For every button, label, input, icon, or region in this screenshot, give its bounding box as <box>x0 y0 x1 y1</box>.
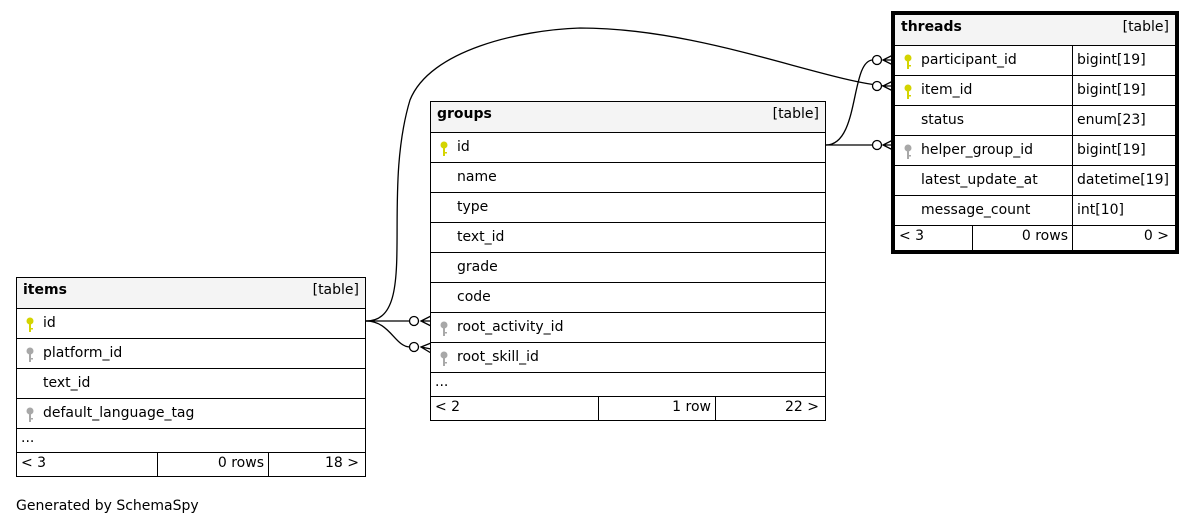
parents-link[interactable]: < 3 <box>21 455 47 471</box>
column-list: participant_id bigint[19] item_id bigint[19… <box>895 46 1175 226</box>
column-type: enum[23] <box>1077 112 1146 128</box>
column-type: datetime[19] <box>1077 172 1169 188</box>
column-row-participant-id[interactable]: participant_id bigint[19] <box>895 46 1175 76</box>
column-name: status <box>921 112 965 128</box>
table-footer: < 3 0 rows 18 > <box>17 453 365 476</box>
primary-key-icon <box>26 317 34 332</box>
foreign-key-icon <box>26 347 34 362</box>
column-name: code <box>457 289 491 305</box>
children-link[interactable]: 0 > <box>1143 228 1169 244</box>
parents-link[interactable]: < 3 <box>899 228 925 244</box>
row-count: 0 rows <box>217 455 264 471</box>
table-name: items <box>23 282 67 298</box>
table-header: items [table] <box>17 278 365 309</box>
column-name: latest_update_at <box>921 172 1038 188</box>
row-count: 1 row <box>672 399 711 415</box>
column-row-grade[interactable]: grade <box>431 253 825 283</box>
generator-credit: Generated by SchemaSpy <box>16 498 199 514</box>
foreign-key-icon <box>440 321 448 336</box>
table-name: threads <box>901 19 962 35</box>
column-name: id <box>43 315 56 331</box>
column-row-platform-id[interactable]: platform_id <box>17 339 365 369</box>
parents-link[interactable]: < 2 <box>435 399 461 415</box>
table-header: groups [table] <box>431 102 825 133</box>
column-type: int[10] <box>1077 202 1124 218</box>
column-row-name[interactable]: name <box>431 163 825 193</box>
column-name: text_id <box>457 229 505 245</box>
column-type: bigint[19] <box>1077 52 1146 68</box>
children-link[interactable]: 22 > <box>785 399 819 415</box>
column-name: default_language_tag <box>43 405 195 421</box>
column-name: item_id <box>921 82 973 98</box>
column-type: bigint[19] <box>1077 82 1146 98</box>
primary-key-icon <box>440 141 448 156</box>
more-columns: ... <box>431 373 825 397</box>
column-list: id platform_id text_id default_language_tag <box>17 309 365 429</box>
table-kind: [table] <box>1122 19 1169 35</box>
table-footer: < 2 1 row 22 > <box>431 397 825 420</box>
column-type: bigint[19] <box>1077 142 1146 158</box>
column-row-id[interactable]: id <box>431 133 825 163</box>
table-footer: < 3 0 rows 0 > <box>895 226 1175 250</box>
column-row-code[interactable]: code <box>431 283 825 313</box>
column-row-status[interactable]: status enum[23] <box>895 106 1175 136</box>
column-name: participant_id <box>921 52 1017 68</box>
link-groups-threads-participant <box>825 59 874 146</box>
column-row-item-id[interactable]: item_id bigint[19] <box>895 76 1175 106</box>
column-name: platform_id <box>43 345 123 361</box>
table-name: groups <box>437 106 492 122</box>
primary-key-icon <box>904 84 912 99</box>
column-row-id[interactable]: id <box>17 309 365 339</box>
children-link[interactable]: 18 > <box>325 455 359 471</box>
link-items-groups-skill <box>365 320 411 348</box>
column-row-latest-update-at[interactable]: latest_update_at datetime[19] <box>895 166 1175 196</box>
column-row-message-count[interactable]: message_count int[10] <box>895 196 1175 226</box>
row-count: 0 rows <box>1021 228 1068 244</box>
column-row-text-id[interactable]: text_id <box>431 223 825 253</box>
column-name: type <box>457 199 489 215</box>
primary-key-icon <box>904 54 912 69</box>
table-threads[interactable]: threads [table] participant_id bigint[19]… <box>891 11 1179 254</box>
column-row-type[interactable]: type <box>431 193 825 223</box>
column-row-text-id[interactable]: text_id <box>17 369 365 399</box>
link-items-threads <box>365 27 886 322</box>
column-row-root-skill-id[interactable]: root_skill_id <box>431 343 825 373</box>
foreign-key-icon <box>904 144 912 159</box>
table-header: threads [table] <box>895 15 1175 46</box>
column-name: id <box>457 139 470 155</box>
foreign-key-icon <box>440 351 448 366</box>
table-kind: [table] <box>312 282 359 298</box>
column-row-helper-group-id[interactable]: helper_group_id bigint[19] <box>895 136 1175 166</box>
column-name: helper_group_id <box>921 142 1034 158</box>
column-row-root-activity-id[interactable]: root_activity_id <box>431 313 825 343</box>
foreign-key-icon <box>26 407 34 422</box>
column-name: name <box>457 169 497 185</box>
more-columns: ... <box>17 429 365 453</box>
column-name: text_id <box>43 375 91 391</box>
column-name: grade <box>457 259 498 275</box>
column-name: root_activity_id <box>457 319 564 335</box>
table-kind: [table] <box>772 106 819 122</box>
column-row-default-language-tag[interactable]: default_language_tag <box>17 399 365 429</box>
column-name: root_skill_id <box>457 349 539 365</box>
column-name: message_count <box>921 202 1031 218</box>
